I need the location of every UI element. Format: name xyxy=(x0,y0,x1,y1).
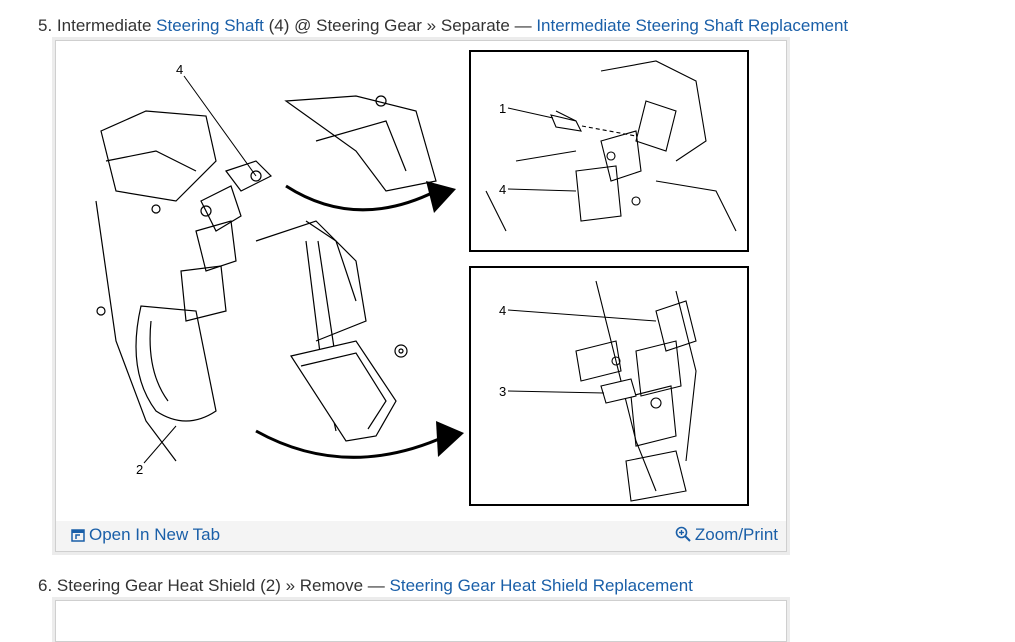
zoom-print-button[interactable]: Zoom/Print xyxy=(675,525,778,545)
steering-shaft-illustration: 4 2 1 4 xyxy=(95,50,749,506)
callout-4-inset1: 4 xyxy=(499,182,506,197)
step-text-pre: Intermediate xyxy=(56,16,152,35)
callout-2-main: 2 xyxy=(136,462,143,477)
callout-1-inset1: 1 xyxy=(499,101,506,116)
open-new-tab-icon xyxy=(71,529,85,542)
zoom-print-label: Zoom/Print xyxy=(694,525,778,544)
step-number: 5. xyxy=(38,16,53,35)
intermediate-steering-shaft-replacement-link[interactable]: Intermediate Steering Shaft Replacement xyxy=(536,16,849,35)
step-5: 5. Intermediate Steering Shaft (4) @ Ste… xyxy=(38,15,848,37)
open-in-new-tab-label: Open In New Tab xyxy=(89,525,221,544)
step-text-mid: (4) @ Steering Gear » Separate — xyxy=(268,16,532,35)
figure-toolbar: Open In New Tab Zoom/Print xyxy=(56,521,786,551)
zoom-magnifier-icon xyxy=(675,526,691,542)
callout-4-main: 4 xyxy=(176,62,183,77)
open-in-new-tab-button[interactable]: Open In New Tab xyxy=(71,525,220,545)
next-figure-container xyxy=(55,600,787,642)
figure-container: 4 2 1 4 xyxy=(55,40,787,552)
step-6: 6. Steering Gear Heat Shield (2) » Remov… xyxy=(38,575,693,597)
callout-3-inset2: 3 xyxy=(499,384,506,399)
step-number: 6. xyxy=(38,576,53,595)
step-text-pre: Steering Gear Heat Shield (2) » Remove — xyxy=(56,576,385,595)
steering-gear-heat-shield-replacement-link[interactable]: Steering Gear Heat Shield Replacement xyxy=(389,576,693,595)
steering-shaft-link[interactable]: Steering Shaft xyxy=(156,16,264,35)
callout-4-inset2: 4 xyxy=(499,303,506,318)
